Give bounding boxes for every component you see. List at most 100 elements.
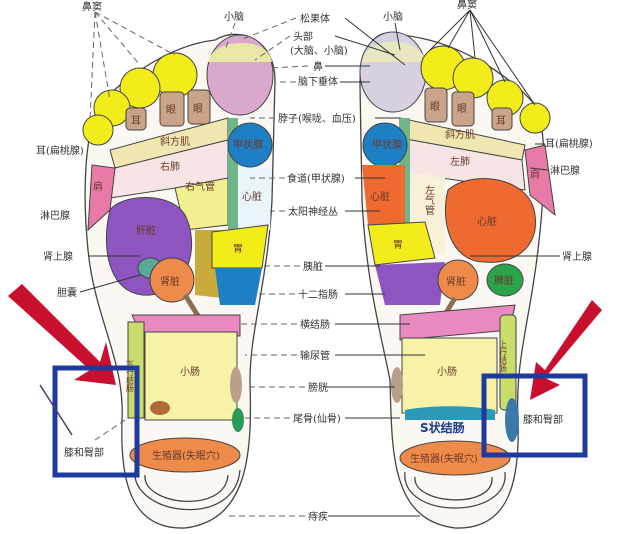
- right-knee-hip-zone: [505, 398, 519, 442]
- left-heel-arc: [134, 469, 241, 511]
- right-ear-label: 耳: [496, 115, 506, 127]
- left-knee-leader: [94, 419, 126, 441]
- right-eye-label: 眼: [430, 101, 440, 113]
- right-trapezius-label: 斜方肌: [445, 128, 475, 141]
- neck-label: 脖子(喉咙、血压): [278, 112, 356, 125]
- right-heart-inner-label: 心脏: [370, 190, 390, 203]
- right-thyroid-label: 甲状腺: [372, 138, 402, 151]
- esophagus-label: 食道(甲状腺): [287, 172, 345, 185]
- hemorrhoids-label: 痔疾: [308, 510, 328, 523]
- left-kidney-label: 肾脏: [160, 275, 180, 288]
- right-eye2-label: 眼: [457, 103, 467, 115]
- pineal-label: 松果体: [300, 12, 330, 25]
- center-labels: 松果体 头部 (大脑、小脑) 鼻 脑下垂体 脖子(喉咙、血压) 食道(甲状腺) …: [225, 12, 425, 523]
- right-highlight: 膝和臀部: [481, 300, 602, 458]
- sinus-right-label: 鼻窦: [457, 0, 477, 11]
- right-spleen-label: 脾脏: [494, 274, 514, 287]
- left-coccyx-zone: [232, 408, 244, 432]
- right-pancreas-zone: [375, 262, 445, 305]
- nose-label: 鼻: [313, 60, 323, 73]
- center-right-leaders: [325, 17, 425, 517]
- left-adrenal-label: 肾上腺: [43, 250, 73, 263]
- right-knee-hip-label: 膝和臀部: [523, 413, 563, 426]
- right-eye-zone: [424, 87, 448, 123]
- ureter-label: 输尿管: [300, 349, 330, 362]
- right-ear-tonsil-label: 耳(扁桃腺): [545, 137, 593, 150]
- left-stomach-label: 胃: [233, 243, 243, 255]
- right-trachea-label: 左气管: [423, 184, 435, 216]
- left-eye-label: 眼: [166, 104, 176, 116]
- left-gallbladder-label: 胆囊: [57, 286, 77, 299]
- top-labels: 鼻窦 小脑 小脑 鼻窦: [82, 0, 536, 121]
- right-ear-zone: [491, 107, 513, 131]
- left-ear-tonsil-label: 耳(扁桃腺): [36, 144, 84, 157]
- left-trapezius-label: 斜方肌: [160, 135, 190, 148]
- cerebellum-right-label: 小脑: [383, 10, 403, 23]
- right-heart-label: 心脏: [477, 215, 497, 228]
- cerebellum-left-label: 小脑: [224, 10, 244, 23]
- left-lymph-label: 淋巴腺: [40, 209, 70, 222]
- right-bladder-zone: [391, 367, 403, 403]
- pituitary-label: 脑下垂体: [298, 75, 338, 88]
- left-shoulder-label: 肩: [93, 180, 103, 193]
- left-esophagus-strip: [228, 118, 238, 238]
- right-foot: 眼 眼 耳 斜方肌 肩 左肺 左气管 甲状腺 心脏 心脏 胃 肾脏 脾脏 小肠 …: [359, 31, 556, 529]
- left-descending-colon-label: 下行结肠: [126, 360, 135, 393]
- left-heart-zone: [238, 168, 272, 230]
- right-stomach-label: 胃: [393, 239, 403, 251]
- left-heart-label: 心脏: [242, 190, 262, 203]
- side-labels: 耳(扁桃腺) 淋巴腺 肾上腺 胆囊 耳(扁桃腺) 淋巴腺 肾上腺: [36, 137, 593, 299]
- right-sigmoid-colon-zone: [405, 406, 495, 420]
- left-genitals-zone: [129, 437, 241, 473]
- right-shoulder-zone: [524, 144, 556, 217]
- left-thyroid-label: 甲状腺: [233, 138, 263, 151]
- left-rectum-zone: [150, 401, 170, 415]
- right-sigmoid-colon-label: S状结肠: [420, 420, 465, 435]
- right-small-intestine-label: 小肠: [437, 366, 457, 378]
- bladder-label: 膀胱: [308, 381, 328, 394]
- sinus-left-leaders: [89, 11, 236, 121]
- left-red-arrow: [8, 284, 116, 385]
- left-liver-label: 肝脏: [136, 224, 156, 237]
- left-kidney-zone: [149, 257, 195, 303]
- right-red-arrow: [530, 300, 602, 400]
- left-foot: 眼 眼 耳 斜方肌 肩 右肺 右气管 甲状腺 心脏 肝脏 胃 肾脏 小肠 下行结…: [82, 33, 276, 529]
- left-big-toe-top: [208, 42, 272, 62]
- right-genitals-label: 生殖器(失眠穴): [410, 452, 478, 465]
- right-lymph-label: 淋巴腺: [550, 164, 580, 177]
- left-duodenum-zone: [215, 268, 262, 305]
- left-eye-zone: [159, 91, 185, 127]
- sinus-left-label: 鼻窦: [82, 0, 102, 13]
- transverse-colon-label: 横结肠: [300, 318, 330, 331]
- right-toe-5: [519, 102, 551, 134]
- left-highlight: 膝和臀部: [8, 284, 140, 478]
- left-toe-5: [82, 114, 114, 146]
- solar-plexus-label: 太阳神经丛: [288, 205, 338, 218]
- right-shoulder-label: 肩: [530, 168, 540, 181]
- left-thyroid-zone: [227, 122, 273, 168]
- right-highlight-box: [481, 373, 588, 458]
- left-knee-hip-label: 膝和臀部: [64, 446, 104, 459]
- right-lung-label: 左肺: [450, 155, 470, 168]
- left-bladder-zone: [230, 367, 242, 403]
- duodenum-label: 十二指肠: [298, 288, 338, 301]
- right-ascending-colon-label: 上行结肠: [499, 340, 508, 373]
- brain-label: (大脑、小脑): [290, 44, 348, 57]
- right-kidney-label: 肾脏: [446, 275, 466, 288]
- right-heart-zone: [444, 178, 536, 263]
- right-stomach-zone: [367, 221, 436, 266]
- left-small-arrow: [39, 384, 73, 436]
- right-big-toe-top: [362, 41, 426, 62]
- right-heel-arc: [404, 471, 506, 509]
- coccyx-label: 尾骨(仙骨): [293, 412, 341, 425]
- right-eye2-zone: [451, 91, 475, 127]
- pancreas-label: 胰脏: [303, 260, 323, 273]
- left-lung-label: 右肺: [160, 160, 180, 173]
- left-eye2-zone: [187, 89, 211, 125]
- right-heart-inner-zone: [362, 165, 405, 225]
- left-highlight-box: [52, 365, 140, 478]
- left-eye2-label: 眼: [193, 103, 203, 115]
- left-ear-label: 耳: [131, 115, 141, 127]
- sinus-right-leaders: [394, 9, 536, 106]
